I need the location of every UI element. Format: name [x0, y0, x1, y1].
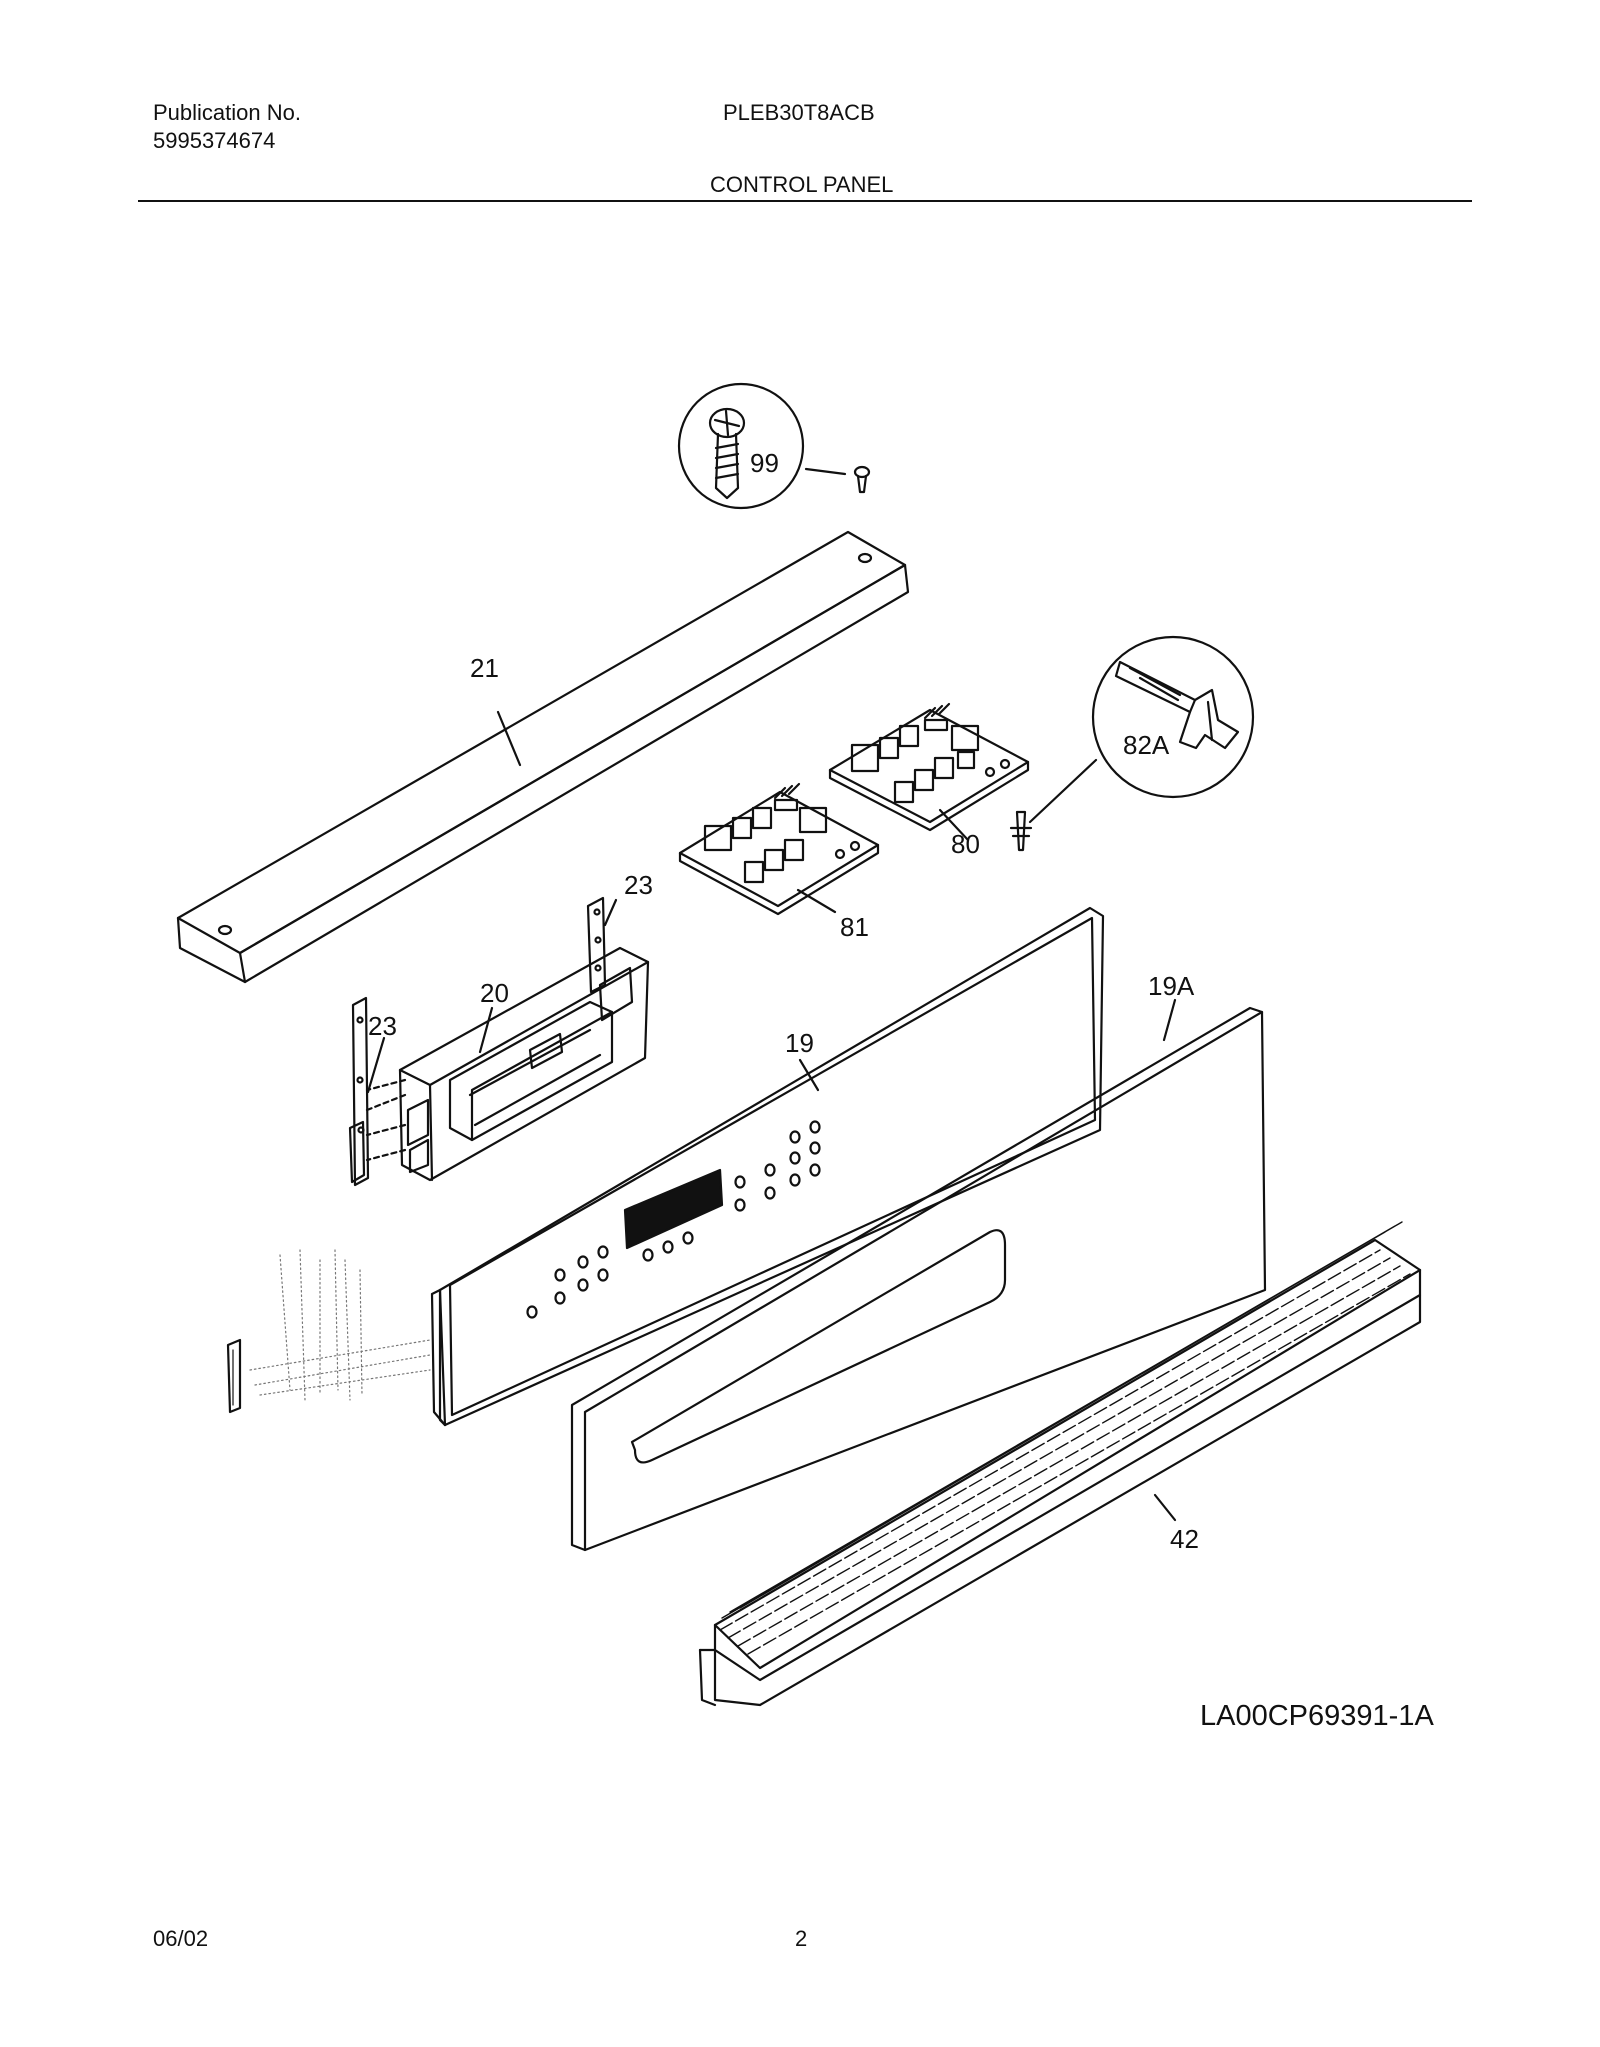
callout-clock-module: 20 — [480, 978, 509, 1008]
header-rule — [138, 200, 1472, 202]
control-board-lower — [678, 782, 880, 916]
module-leader — [478, 1006, 494, 1054]
board-lower-leader — [796, 888, 837, 914]
model-number: PLEB30T8ACB — [723, 100, 875, 125]
callout-bracket-left: 23 — [368, 1011, 397, 1041]
callout-top-trim: 21 — [470, 653, 499, 683]
clip-detail — [1009, 635, 1255, 852]
control-panel — [430, 906, 1105, 1427]
publication-label: Publication No. — [153, 100, 301, 125]
screw-leader — [804, 467, 847, 476]
callout-screw: 99 — [750, 448, 779, 478]
extrusion-leader — [1153, 1493, 1177, 1522]
small-screw-icon — [853, 465, 871, 494]
clock-module — [365, 946, 650, 1182]
callout-board-upper: 80 — [951, 829, 980, 859]
drawing-id: LA00CP69391-1A — [1200, 1700, 1434, 1732]
callout-overlay: 19A — [1148, 971, 1195, 1001]
small-clip-icon — [1009, 810, 1033, 852]
bracket-left — [348, 996, 386, 1187]
panel-leader — [798, 1058, 820, 1092]
board-upper-leader — [938, 808, 970, 842]
clip-leader — [1028, 758, 1098, 824]
screw-detail-circle — [677, 382, 805, 510]
handle-extrusion — [698, 1221, 1422, 1707]
clip-detail-circle — [1091, 635, 1255, 799]
panel-buttons — [526, 1120, 821, 1319]
screw-detail — [677, 382, 871, 510]
bracket-left-leader — [366, 1036, 386, 1094]
footer-page-number: 2 — [795, 1926, 808, 1951]
callout-bracket-right: 23 — [624, 870, 653, 900]
bracket-right-leader — [603, 898, 618, 927]
clip-icon — [1114, 660, 1240, 750]
footer-date: 06/02 — [153, 1926, 209, 1951]
overlay-panel — [570, 998, 1267, 1552]
trim-leader — [496, 710, 522, 767]
top-trim — [176, 530, 910, 984]
callout-board-lower: 81 — [840, 912, 869, 942]
section-title: CONTROL PANEL — [710, 172, 894, 197]
control-board-upper — [828, 702, 1030, 842]
display-window — [623, 1168, 724, 1250]
wire-harness-shading — [249, 1249, 431, 1401]
overlay-window — [630, 1229, 1007, 1464]
overlay-leader — [1162, 998, 1177, 1042]
callout-extrusion: 42 — [1170, 1524, 1199, 1554]
publication-number: 5995374674 — [153, 128, 276, 153]
screw-icon — [708, 407, 746, 500]
callout-panel: 19 — [785, 1028, 814, 1058]
connector-strip — [226, 1338, 242, 1414]
callout-clip: 82A — [1123, 730, 1170, 760]
